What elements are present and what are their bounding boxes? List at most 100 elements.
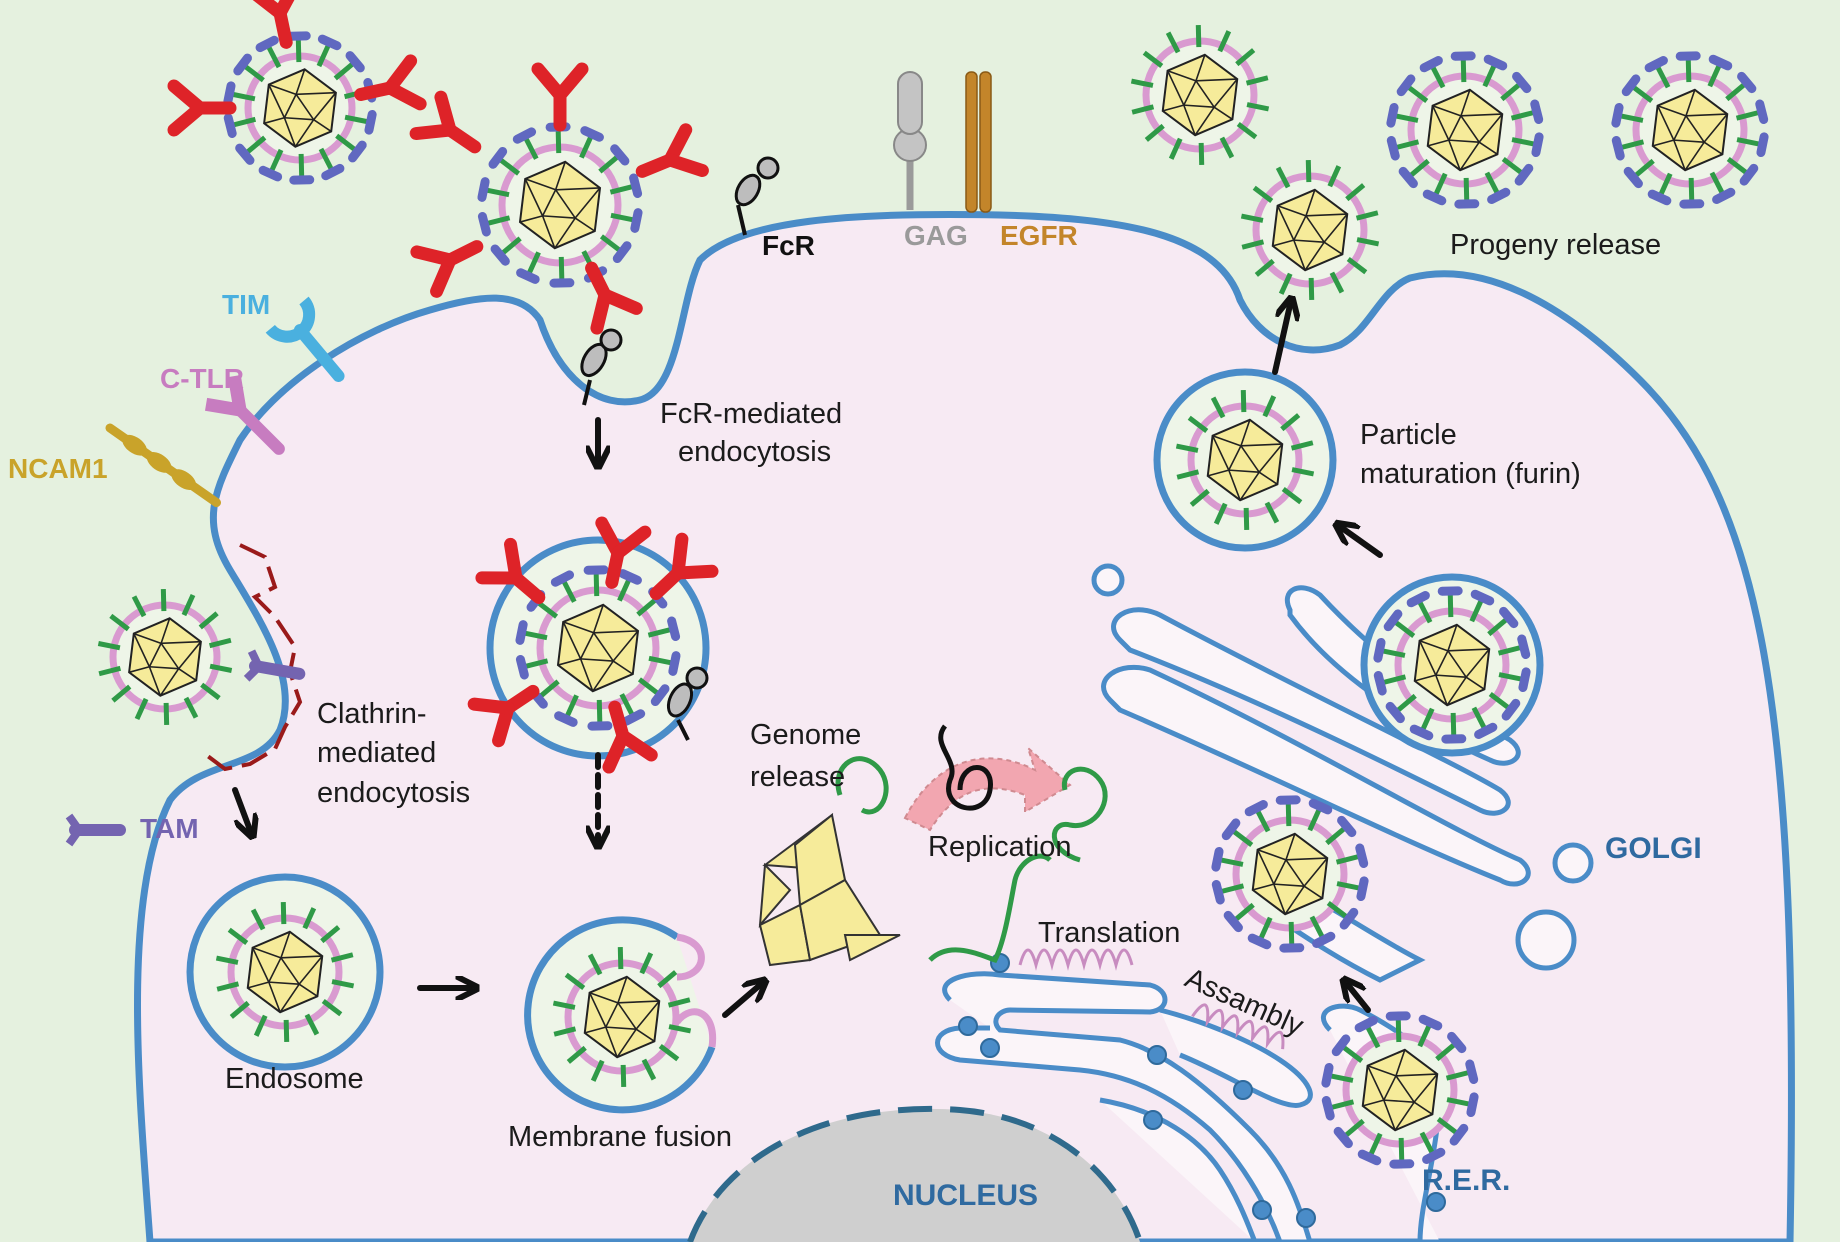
virion-progeny-2 xyxy=(1386,51,1544,209)
spike-protein xyxy=(215,955,239,965)
spike-protein xyxy=(525,658,549,669)
spike-protein xyxy=(1176,469,1200,480)
spike-protein xyxy=(1463,177,1470,201)
glycoprotein-cap xyxy=(621,709,646,726)
spike-protein xyxy=(246,135,267,154)
spike-protein xyxy=(1488,692,1510,710)
spike-protein xyxy=(1144,123,1165,142)
glycoprotein-cap xyxy=(1712,187,1736,205)
spike-protein xyxy=(1290,440,1314,451)
spike-protein xyxy=(1500,83,1521,102)
virion-progeny-1 xyxy=(1130,24,1270,166)
virion-budding xyxy=(1240,159,1380,301)
glycoprotein-cap xyxy=(477,177,490,202)
spike-protein xyxy=(1325,827,1346,846)
golgi-vesicles xyxy=(1091,563,1594,971)
spike-protein xyxy=(244,64,265,83)
spike-protein xyxy=(1344,1118,1365,1137)
spike-protein xyxy=(98,665,122,677)
glycoprotein-cap xyxy=(1396,74,1416,97)
glycoprotein-cap xyxy=(1244,799,1268,817)
glycoprotein-cap xyxy=(610,144,630,166)
spike-protein xyxy=(637,677,659,695)
spike-protein xyxy=(657,970,678,989)
spike-protein xyxy=(1236,122,1258,140)
spike-protein xyxy=(1262,395,1277,418)
spike-protein xyxy=(562,580,577,603)
spike-protein xyxy=(1396,139,1420,150)
spike-protein xyxy=(280,901,287,925)
nuclear-envelope xyxy=(687,1105,1143,1242)
spike-protein xyxy=(160,588,167,612)
spike-protein xyxy=(527,251,541,274)
glycoprotein-cap xyxy=(1501,698,1521,721)
ribosomes xyxy=(958,953,1446,1228)
glycoprotein-cap xyxy=(1339,907,1359,930)
spike-protein xyxy=(1342,1045,1364,1063)
spike-protein xyxy=(1395,1019,1402,1043)
spike-protein xyxy=(1709,171,1725,194)
glycoprotein-cap xyxy=(1333,1126,1353,1149)
glycoprotein-cap xyxy=(1611,135,1625,161)
spike-protein xyxy=(233,116,257,128)
viral-genome-parental xyxy=(938,724,993,811)
tim-receptor-icon xyxy=(265,296,345,382)
spike-protein xyxy=(636,598,657,617)
glycoprotein-cap xyxy=(1623,166,1643,189)
glycoprotein-cap xyxy=(235,143,255,165)
spike-protein xyxy=(1445,1070,1469,1081)
spike-protein xyxy=(1482,65,1497,88)
glycoprotein-cap xyxy=(1354,1015,1378,1033)
clathrin-label-line1: Clathrin- xyxy=(317,698,427,730)
spike-protein xyxy=(537,601,559,619)
spike-protein xyxy=(1498,672,1522,682)
glycoprotein-cap xyxy=(345,51,365,73)
glycoprotein-cap xyxy=(477,211,491,237)
spike-protein xyxy=(1497,645,1521,656)
spike-protein xyxy=(1245,75,1269,86)
spike-protein xyxy=(1417,601,1433,624)
glycoprotein-cap xyxy=(1373,637,1386,663)
spike-protein xyxy=(1335,854,1359,865)
spike-protein xyxy=(1281,487,1303,505)
spike-protein xyxy=(1175,443,1199,453)
spike-protein xyxy=(1131,104,1155,115)
antibody-icon xyxy=(602,700,658,774)
spike-protein xyxy=(1305,159,1312,183)
spike-protein xyxy=(1291,467,1315,477)
glycoprotein-cap xyxy=(223,113,237,138)
spike-protein xyxy=(1221,883,1245,894)
spike-protein xyxy=(1217,30,1232,53)
spike-protein xyxy=(232,92,256,102)
glycoprotein-cap xyxy=(1756,132,1769,158)
arrow-fusion-to-release xyxy=(722,985,760,1018)
spike-protein xyxy=(163,702,170,726)
spike-protein xyxy=(333,62,354,81)
spike-protein xyxy=(1307,809,1322,832)
viral-genome-progeny xyxy=(1051,766,1108,863)
glycoprotein-cap xyxy=(630,208,643,233)
spike-protein xyxy=(1394,620,1416,638)
glycoprotein-cap xyxy=(668,651,681,676)
spike-protein xyxy=(321,999,343,1017)
maturation-label-line2: maturation (furin) xyxy=(1360,458,1581,490)
glycoprotein-cap xyxy=(1409,724,1434,741)
spike-protein xyxy=(593,573,600,597)
glycoprotein-cap xyxy=(233,53,252,76)
spike-protein xyxy=(1446,1097,1470,1107)
spike-protein xyxy=(1436,1117,1458,1135)
viral-genome-released xyxy=(835,756,889,815)
spike-protein xyxy=(1620,113,1644,123)
spike-protein xyxy=(1345,183,1366,202)
glycoprotein-cap xyxy=(1517,634,1531,660)
spike-protein xyxy=(1433,172,1448,195)
spike-protein xyxy=(1419,1131,1435,1154)
spike-protein xyxy=(97,641,121,651)
glycoprotein-cap xyxy=(1739,163,1759,186)
spike-protein xyxy=(620,1064,627,1088)
spike-protein xyxy=(1658,172,1673,195)
spike-protein xyxy=(1383,674,1407,685)
mrna-strand xyxy=(928,853,1052,964)
arrow-release xyxy=(1272,305,1290,375)
spike-protein xyxy=(1398,1137,1405,1161)
